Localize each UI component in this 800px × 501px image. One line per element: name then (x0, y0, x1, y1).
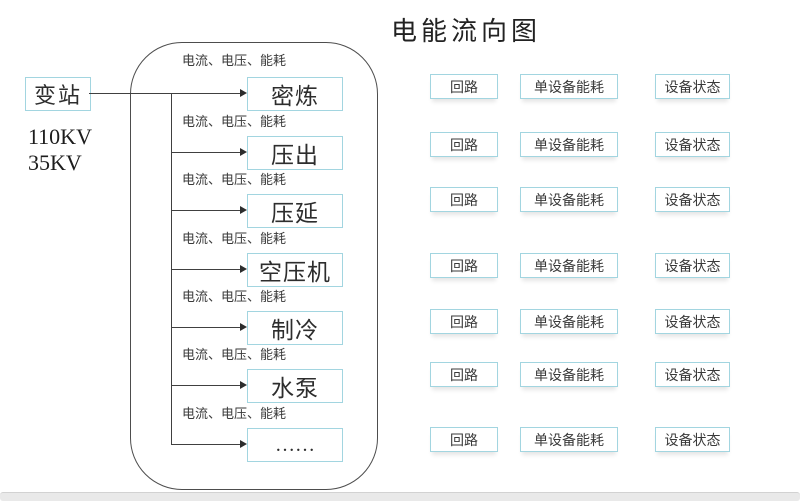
device-status-label: 设备状态 (664, 433, 721, 449)
circuit-label: 回路 (450, 138, 478, 154)
device-label: …… (275, 433, 315, 456)
circuit-box: 回路 (430, 187, 498, 212)
device-status-box: 设备状态 (655, 74, 730, 99)
device-box-water-pump: 水泵 (247, 369, 343, 403)
device-label: 制冷 (271, 318, 319, 343)
circuit-label: 回路 (450, 80, 478, 96)
voltage-labels: 110KV 35KV (28, 124, 92, 176)
device-label: 水泵 (271, 376, 319, 401)
device-energy-label: 单设备能耗 (534, 433, 604, 449)
arrow-icon (240, 148, 247, 156)
device-energy-label: 单设备能耗 (534, 368, 604, 384)
branch-line (171, 385, 241, 386)
device-label: 压延 (271, 201, 319, 226)
device-label: 密炼 (271, 84, 319, 109)
voltage-110kv-label: 110KV (28, 124, 92, 149)
measure-label: 电流、电压、能耗 (182, 172, 287, 187)
circuit-label: 回路 (450, 315, 478, 331)
circuit-box: 回路 (430, 309, 498, 334)
trunk-line (171, 93, 172, 444)
device-energy-label: 单设备能耗 (534, 315, 604, 331)
device-energy-box: 单设备能耗 (520, 74, 618, 99)
device-energy-box: 单设备能耗 (520, 309, 618, 334)
arrow-icon (240, 265, 247, 273)
substation-box: 变站 (25, 77, 91, 111)
circuit-label: 回路 (450, 193, 478, 209)
device-energy-box: 单设备能耗 (520, 427, 618, 452)
measure-label: 电流、电压、能耗 (182, 231, 287, 246)
device-energy-box: 单设备能耗 (520, 132, 618, 157)
arrow-icon (240, 440, 247, 448)
branch-line (171, 444, 241, 445)
device-label: 空压机 (259, 260, 331, 285)
circuit-box: 回路 (430, 253, 498, 278)
measure-label: 电流、电压、能耗 (182, 289, 287, 304)
arrow-icon (240, 206, 247, 214)
voltage-35kv-label: 35KV (28, 150, 82, 175)
device-energy-label: 单设备能耗 (534, 259, 604, 275)
device-energy-label: 单设备能耗 (534, 193, 604, 209)
circuit-box: 回路 (430, 362, 498, 387)
device-energy-box: 单设备能耗 (520, 187, 618, 212)
device-status-box: 设备状态 (655, 132, 730, 157)
device-energy-label: 单设备能耗 (534, 138, 604, 154)
device-box-extrusion: 压出 (247, 136, 343, 170)
device-status-label: 设备状态 (664, 259, 721, 275)
measure-label: 电流、电压、能耗 (182, 406, 287, 421)
arrow-icon (240, 381, 247, 389)
circuit-label: 回路 (450, 259, 478, 275)
device-energy-box: 单设备能耗 (520, 253, 618, 278)
device-status-box: 设备状态 (655, 362, 730, 387)
branch-line (171, 327, 241, 328)
device-box-air-compressor: 空压机 (247, 253, 343, 287)
device-box-mixing: 密炼 (247, 77, 343, 111)
device-energy-label: 单设备能耗 (534, 80, 604, 96)
device-status-label: 设备状态 (664, 138, 721, 154)
device-energy-box: 单设备能耗 (520, 362, 618, 387)
circuit-label: 回路 (450, 433, 478, 449)
device-box-calendering: 压延 (247, 194, 343, 228)
branch-line (171, 269, 241, 270)
circuit-label: 回路 (450, 368, 478, 384)
device-status-box: 设备状态 (655, 187, 730, 212)
device-status-label: 设备状态 (664, 193, 721, 209)
device-status-label: 设备状态 (664, 315, 721, 331)
device-status-label: 设备状态 (664, 368, 721, 384)
measure-label: 电流、电压、能耗 (182, 53, 287, 68)
arrow-icon (240, 89, 247, 97)
main-feed-line (89, 93, 241, 94)
device-box-refrigeration: 制冷 (247, 311, 343, 345)
branch-line (171, 152, 241, 153)
circuit-box: 回路 (430, 132, 498, 157)
measure-label: 电流、电压、能耗 (182, 347, 287, 362)
circuit-box: 回路 (430, 427, 498, 452)
circuit-box: 回路 (430, 74, 498, 99)
measure-label: 电流、电压、能耗 (182, 114, 287, 129)
device-status-box: 设备状态 (655, 253, 730, 278)
device-status-label: 设备状态 (664, 80, 721, 96)
flow-container (130, 42, 378, 490)
horizontal-scrollbar[interactable] (0, 492, 800, 501)
device-status-box: 设备状态 (655, 309, 730, 334)
arrow-icon (240, 323, 247, 331)
page-title: 电能流向图 (391, 17, 542, 46)
branch-line (171, 210, 241, 211)
substation-label: 变站 (33, 83, 82, 108)
device-box-ellipsis: …… (247, 428, 343, 462)
device-status-box: 设备状态 (655, 427, 730, 452)
device-label: 压出 (271, 143, 319, 168)
